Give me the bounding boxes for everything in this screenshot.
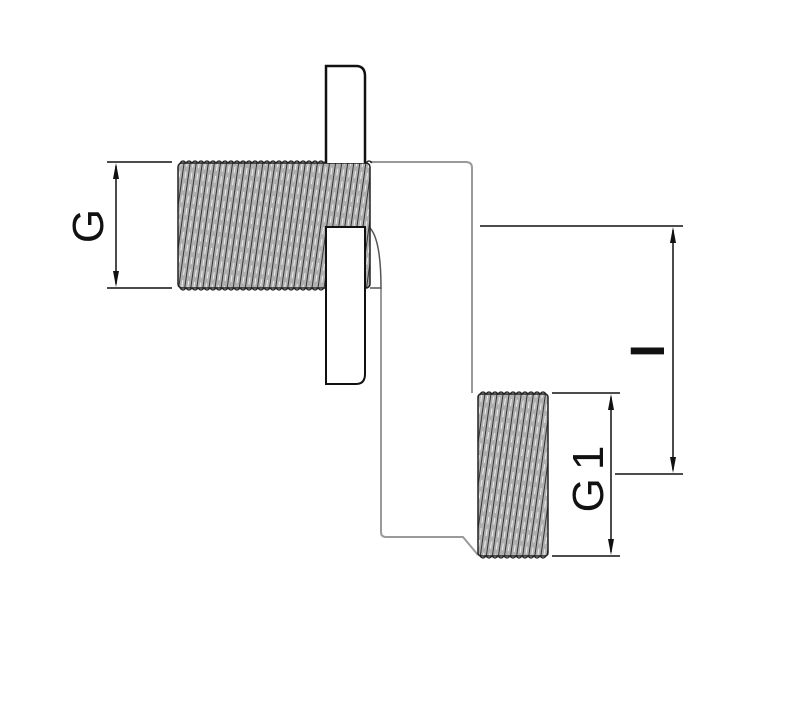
dimension-g1 bbox=[552, 392, 620, 557]
lower-thread bbox=[477, 391, 549, 559]
dimension-g1-label: G1 bbox=[564, 438, 613, 513]
flange-plate-bottom bbox=[325, 226, 366, 385]
dimension-i-label: I bbox=[622, 344, 675, 357]
dimension-g-label: G bbox=[64, 209, 113, 243]
flange-plate-top bbox=[324, 64, 367, 163]
body-inner-curve bbox=[369, 227, 382, 289]
dimension-g bbox=[107, 161, 172, 289]
upper-thread bbox=[177, 160, 373, 291]
fitting-body bbox=[370, 161, 479, 556]
dimension-i bbox=[480, 225, 683, 475]
